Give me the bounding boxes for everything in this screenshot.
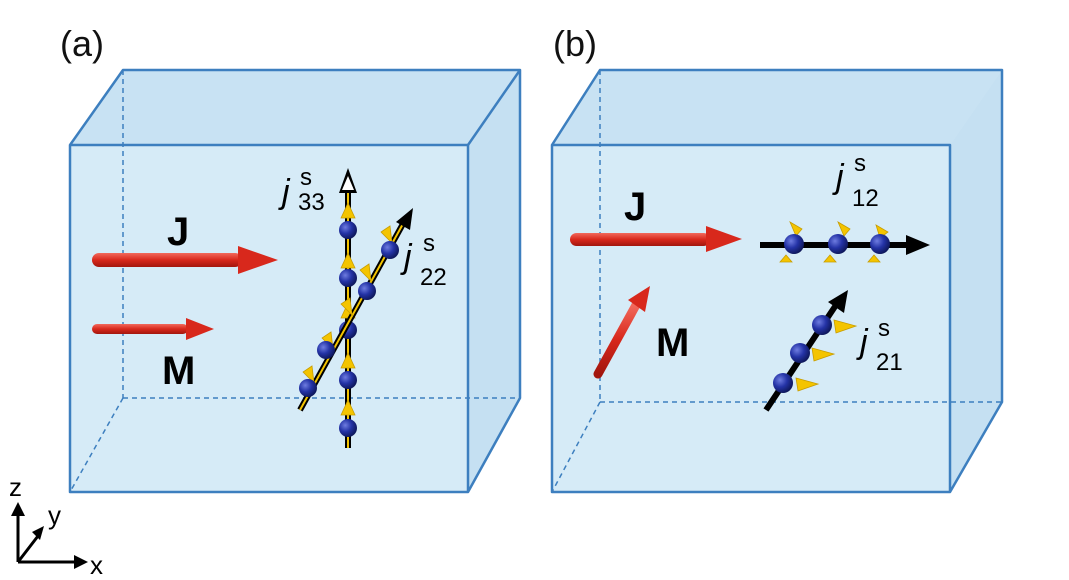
magnetization-label-b: M	[656, 321, 689, 365]
svg-text:22: 22	[420, 264, 447, 291]
axis-x-label: x	[90, 550, 103, 580]
spin-current-label-12: j s 12	[832, 150, 879, 212]
magnetization-label: M	[162, 349, 195, 393]
svg-text:s: s	[423, 230, 435, 257]
magnetization-arrow-b	[593, 286, 650, 379]
svg-text:j: j	[278, 173, 291, 211]
panel-b: (b) J M	[550, 23, 1004, 494]
current-arrow	[92, 246, 278, 274]
svg-text:j: j	[832, 158, 845, 196]
spin-current-label-33: j s 33	[278, 164, 325, 216]
spin-track-21	[763, 290, 858, 412]
spin-track-22	[297, 208, 413, 412]
panel-b-label: (b)	[553, 23, 597, 64]
current-label: J	[167, 210, 189, 254]
panel-a-label: (a)	[60, 23, 104, 64]
spin-current-label-22: j s 22	[400, 230, 447, 291]
current-label-b: J	[624, 185, 646, 229]
svg-text:21: 21	[876, 349, 903, 376]
svg-text:j: j	[856, 323, 869, 361]
svg-text:s: s	[300, 164, 312, 191]
magnetization-arrow	[92, 318, 214, 340]
svg-text:s: s	[854, 150, 866, 177]
current-arrow-b	[570, 226, 742, 252]
axis-y-label: y	[48, 500, 61, 530]
panel-a-box	[68, 68, 522, 494]
panel-b-box	[550, 68, 1004, 494]
spin-track-12	[760, 221, 930, 263]
svg-text:33: 33	[298, 189, 325, 216]
coordinate-axes: z y x	[9, 472, 103, 580]
panel-a: (a) J M	[60, 23, 522, 494]
svg-text:12: 12	[852, 185, 879, 212]
svg-text:j: j	[400, 238, 413, 276]
svg-text:s: s	[878, 315, 890, 342]
axis-z-label: z	[9, 472, 22, 502]
spin-current-label-21: j s 21	[856, 315, 903, 376]
